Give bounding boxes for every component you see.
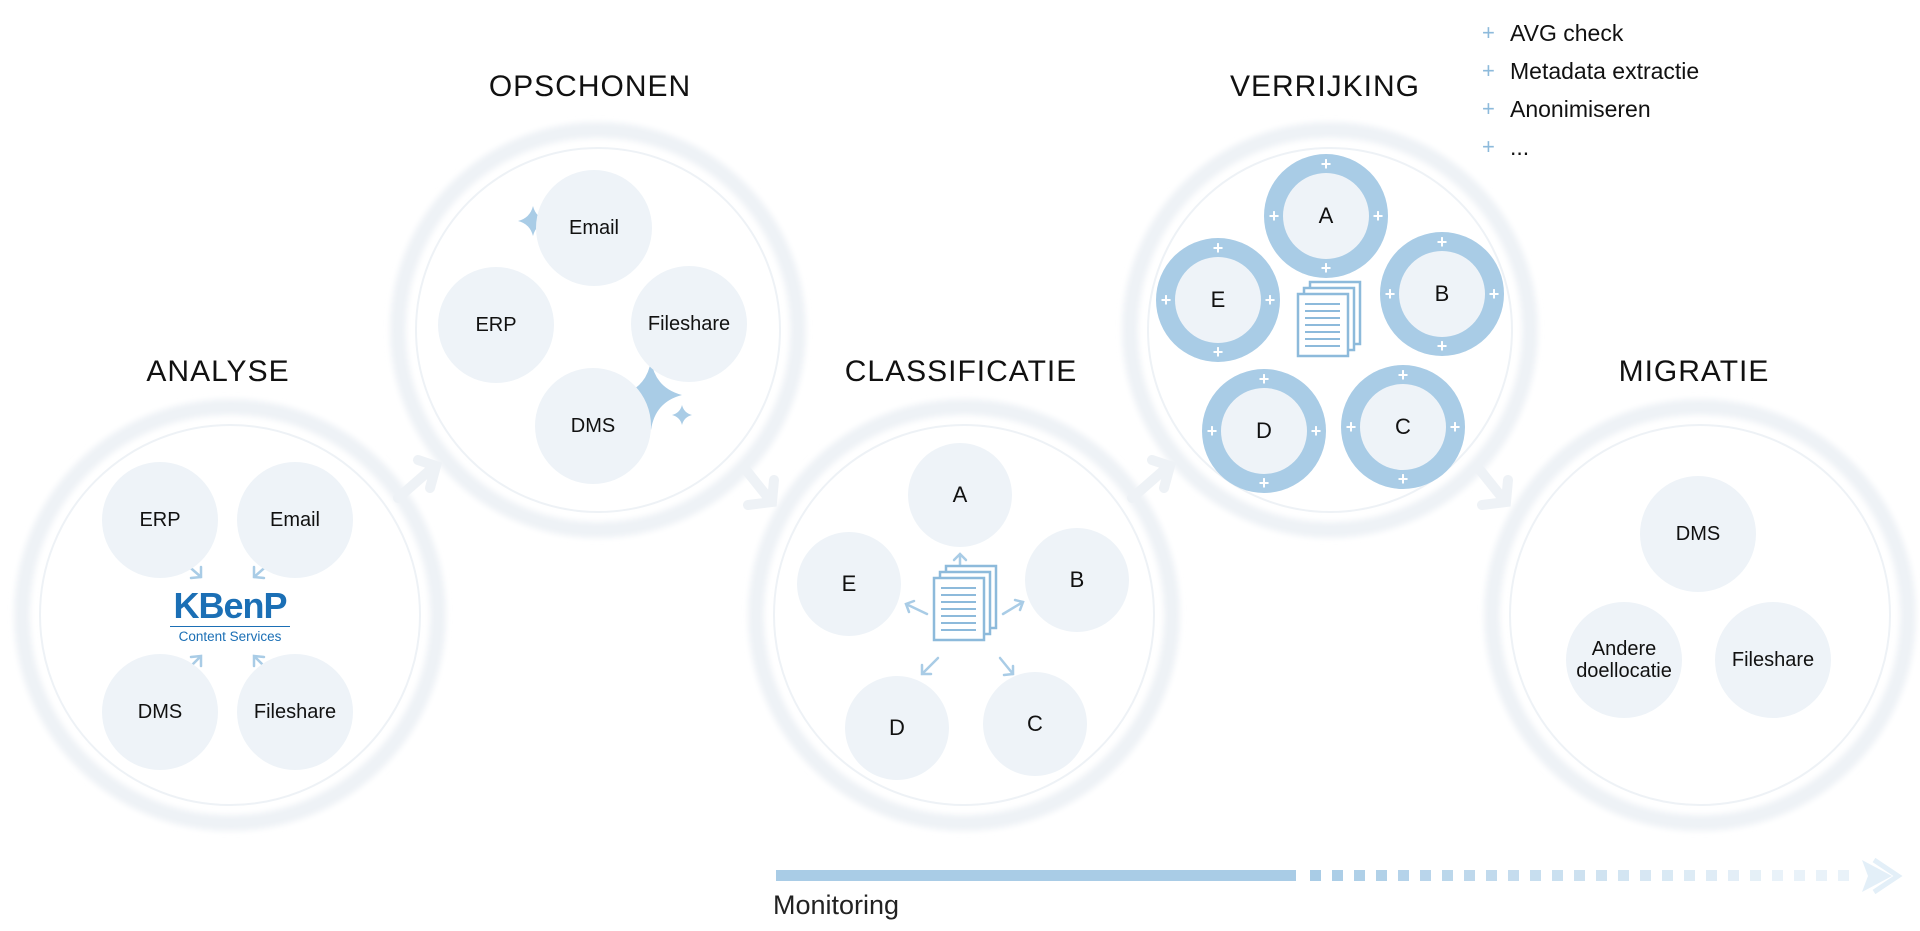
stage-title-verrijking: VERRIJKING — [1229, 70, 1421, 103]
plus-icon: + — [1372, 206, 1384, 226]
stage-title-migratie: MIGRATIE — [1618, 355, 1770, 388]
document-stack-icon — [932, 564, 998, 642]
verrijking-node-d-label: D — [1221, 388, 1307, 474]
classificatie-node-e: E — [797, 532, 901, 636]
analyse-node-dms: DMS — [102, 654, 218, 770]
verrijking-node-e: E + + + + — [1156, 238, 1280, 362]
monitoring-label: Monitoring — [773, 890, 900, 920]
arrow-right-icon — [393, 455, 1513, 510]
plus-icon: + — [1482, 20, 1495, 45]
stage-title-classificatie: CLASSIFICATIE — [844, 355, 1078, 388]
stage-circle-classificatie — [748, 399, 1180, 831]
plus-icon: + — [1345, 417, 1357, 437]
plus-icon: + — [1320, 258, 1332, 278]
opschonen-node-erp: ERP — [438, 267, 554, 383]
sparkle-icon — [518, 206, 692, 430]
plus-icon: + — [1449, 417, 1461, 437]
verrijking-node-a-label: A — [1283, 173, 1369, 259]
monitoring-bar — [776, 857, 1903, 895]
verrijking-node-c: C + + + + — [1341, 365, 1465, 489]
list-item-label: AVG check — [1510, 19, 1624, 46]
kbenp-logo: KBenP Content Services — [170, 588, 290, 644]
plus-icon: + — [1268, 206, 1280, 226]
document-stack-icon — [1296, 280, 1362, 358]
plus-icon: + — [1258, 473, 1270, 493]
classificatie-node-a: A — [908, 443, 1012, 547]
plus-icon: + — [1436, 232, 1448, 252]
list-item: + Anonimiseren — [1482, 90, 1699, 128]
plus-icon: + — [1482, 58, 1495, 83]
verrijking-node-d: D + + + + — [1202, 369, 1326, 493]
list-item-label: ... — [1510, 133, 1530, 160]
plus-icon: + — [1212, 342, 1224, 362]
plus-icon: + — [1206, 421, 1218, 441]
verrijking-node-b-label: B — [1399, 251, 1485, 337]
list-item-label: Anonimiseren — [1510, 95, 1651, 122]
opschonen-node-fileshare: Fileshare — [631, 266, 747, 382]
plus-icon: + — [1436, 336, 1448, 356]
classificatie-node-b: B — [1025, 528, 1129, 632]
list-item: + AVG check — [1482, 14, 1699, 52]
opschonen-node-email: Email — [536, 170, 652, 286]
plus-icon: + — [1264, 290, 1276, 310]
plus-icon: + — [1488, 284, 1500, 304]
logo-subtitle: Content Services — [170, 626, 290, 644]
plus-icon: + — [1384, 284, 1396, 304]
verrijking-node-e-label: E — [1175, 257, 1261, 343]
stage-circle-verrijking — [1122, 122, 1538, 538]
classificatie-node-c: C — [983, 672, 1087, 776]
stage-title-opschonen: OPSCHONEN — [488, 70, 692, 103]
analyse-node-email: Email — [237, 462, 353, 578]
verrijking-node-b: B + + + + — [1380, 232, 1504, 356]
stage-title-analyse: ANALYSE — [146, 355, 290, 388]
plus-icon: + — [1320, 154, 1332, 174]
plus-icon: + — [1397, 365, 1409, 385]
list-item: +... — [1482, 128, 1699, 166]
migratie-node-andere-doellocatie: Andere doellocatie — [1566, 602, 1682, 718]
classificatie-node-d: D — [845, 676, 949, 780]
plus-icon: + — [1482, 96, 1495, 121]
migratie-node-fileshare: Fileshare — [1715, 602, 1831, 718]
list-item-label: Metadata extractie — [1510, 57, 1700, 84]
plus-icon: + — [1310, 421, 1322, 441]
analyse-node-fileshare: Fileshare — [237, 654, 353, 770]
stage-circle-analyse — [14, 399, 446, 831]
plus-icon: + — [1258, 369, 1270, 389]
verrijking-node-c-label: C — [1360, 384, 1446, 470]
migratie-node-dms: DMS — [1640, 476, 1756, 592]
enrichment-list: + AVG check + Metadata extractie + Anonimis… — [1482, 14, 1699, 166]
stage-circle-opschonen — [390, 122, 806, 538]
opschonen-node-dms: DMS — [535, 368, 651, 484]
plus-icon: + — [1212, 238, 1224, 258]
list-item: + Metadata extractie — [1482, 52, 1699, 90]
verrijking-node-a: A + + + + — [1264, 154, 1388, 278]
plus-icon: + — [1482, 134, 1495, 159]
logo-brand: KBenP — [173, 585, 287, 626]
stage-circle-migratie — [1484, 399, 1916, 831]
plus-icon: + — [1397, 469, 1409, 489]
analyse-node-erp: ERP — [102, 462, 218, 578]
plus-icon: + — [1160, 290, 1172, 310]
